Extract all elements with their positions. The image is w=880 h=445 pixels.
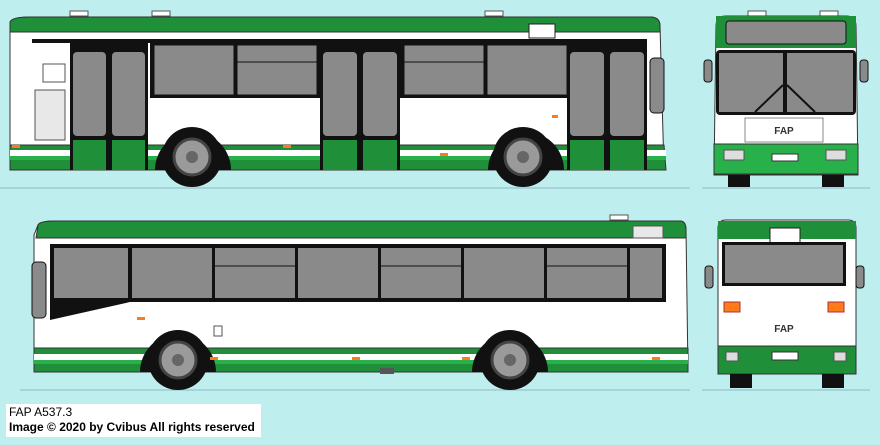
copyright-credit: Image © 2020 by Cvibus All rights reserv… bbox=[9, 420, 255, 434]
bus-rear-view: FAP bbox=[704, 219, 865, 388]
model-name: FAP A537.3 bbox=[9, 405, 73, 419]
bus-front-view: FAP bbox=[703, 10, 869, 187]
door-3 bbox=[567, 43, 647, 170]
bus-side-view-bottom bbox=[31, 214, 689, 390]
door-2 bbox=[320, 43, 400, 170]
rear-badge: FAP bbox=[774, 324, 794, 335]
front-badge: FAP bbox=[774, 126, 794, 137]
image-caption: FAP A537.3 Image © 2020 by Cvibus All ri… bbox=[6, 404, 261, 437]
door-1 bbox=[70, 43, 148, 170]
bus-side-view-top bbox=[9, 10, 667, 187]
